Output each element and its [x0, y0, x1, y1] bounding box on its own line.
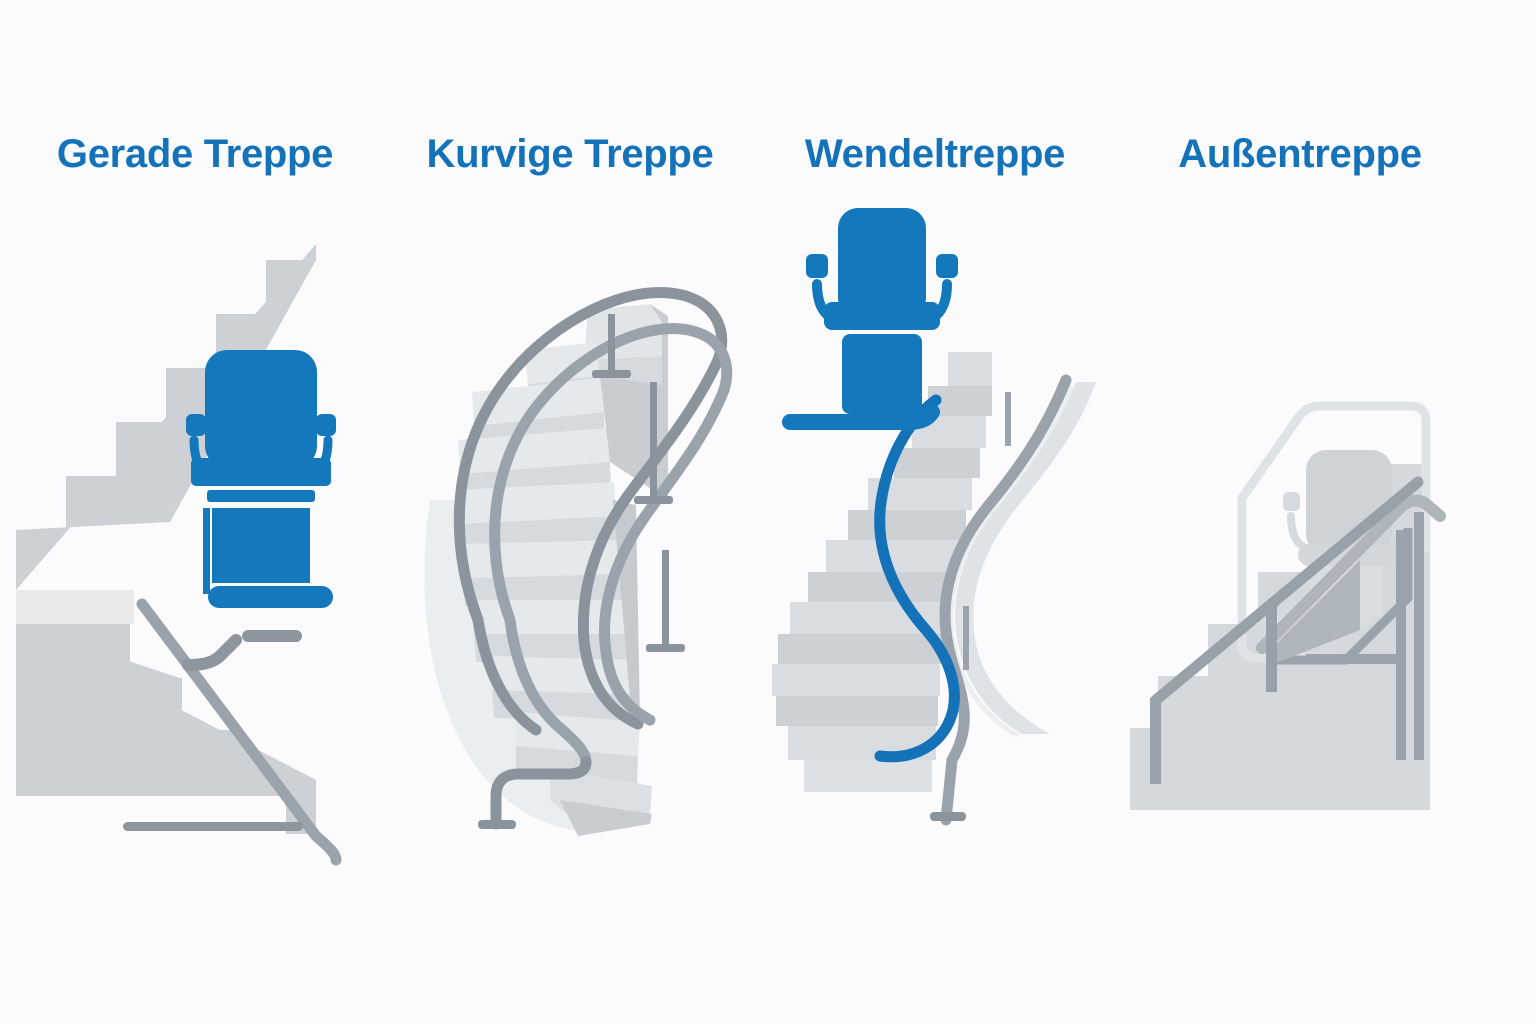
chair-seat	[191, 458, 331, 486]
curved-stair-balusters	[592, 314, 685, 652]
outdoor-weather-hood	[1237, 401, 1431, 663]
inner-rail-return	[490, 756, 592, 830]
titles-row: Gerade Treppe Kurvige Treppe Wendeltrepp…	[0, 118, 1536, 190]
curved-stair-outer-handrail	[453, 287, 728, 736]
hood-outline-bottom	[1237, 493, 1347, 663]
column-title-aussentreppe: Außentreppe	[1178, 132, 1422, 176]
rail-foot-base	[478, 820, 516, 829]
spiral-ribbon-band	[955, 382, 1096, 734]
inner-rail-descend	[599, 384, 730, 726]
gray-rail-path	[939, 374, 1072, 826]
lift-rail-upper-tube	[1256, 494, 1446, 654]
handrail-post-mid	[1266, 602, 1277, 692]
spiral-step-7	[848, 510, 966, 540]
stairlift-chair-blue	[186, 350, 336, 608]
lift-rail-crossbar	[1306, 654, 1406, 664]
chair-armrest-left-pad	[186, 414, 206, 436]
spiral-chair-armrest-right-pad	[936, 254, 958, 278]
spiral-ribbon-highlight	[948, 385, 1075, 739]
inner-rail-lower	[504, 614, 592, 768]
spiral-step-3	[778, 634, 944, 664]
illustration-kurvige-treppe	[400, 200, 760, 840]
baluster-lower-base	[646, 644, 685, 652]
spiral-chair-seat	[824, 302, 940, 330]
chair-seat-skirt	[207, 490, 315, 502]
outer-rail-descend	[577, 354, 724, 730]
outdoor-lift-rail-assembly	[1256, 494, 1446, 760]
spiral-step-8	[868, 478, 972, 510]
spiral-chair-armrest-left-pad	[806, 254, 828, 278]
handrail-diagonal	[1150, 476, 1424, 706]
spiral-stairlift-chair	[782, 208, 958, 430]
chair-pedestal	[212, 508, 310, 583]
rail-bottom-bend	[310, 830, 342, 866]
spiral-stair-ribbon	[948, 382, 1096, 739]
chair-armrest-right-pad	[316, 414, 336, 436]
spiral-step-11	[928, 386, 992, 416]
spiral-chair-backrest	[838, 208, 926, 318]
spiral-stair-blue-rail	[874, 394, 960, 763]
spiral-step-6	[826, 540, 960, 572]
spiral-chair-pedestal	[842, 334, 922, 414]
outdoor-stair-handrail	[1150, 476, 1424, 784]
outdoor-chair-armrest-pad	[1283, 492, 1300, 511]
curved-stair-inner-handrail	[478, 323, 733, 830]
spiral-step-base	[804, 760, 932, 792]
illustration-gerade-treppe	[0, 200, 400, 866]
outdoor-chair-armrest-support	[1287, 512, 1310, 552]
rail-floor-bar	[123, 822, 303, 831]
stair-lower-solid	[16, 624, 316, 834]
baluster-upper-base	[592, 370, 631, 378]
outer-rail-lower	[472, 614, 542, 736]
column-title-gerade-treppe: Gerade Treppe	[56, 132, 334, 176]
illustration-wendeltreppe	[760, 200, 1110, 840]
chair-pedestal-edge	[203, 508, 210, 594]
straight-stair-landing	[16, 590, 134, 624]
column-title-kurvige-treppe: Kurvige Treppe	[426, 132, 714, 176]
baluster-mid-base	[634, 496, 673, 504]
bottom-landing-face	[560, 800, 652, 836]
spiral-stair-gray-rail	[930, 374, 1072, 826]
illustration-aussentreppe	[1110, 200, 1536, 840]
chair-backrest	[205, 350, 317, 468]
spiral-step-5	[808, 572, 954, 602]
straight-stair-lower-flight	[16, 624, 316, 834]
gray-rail-foot	[930, 812, 966, 821]
rail-diagonal	[136, 598, 322, 842]
handrail-post-bottom	[1150, 698, 1161, 784]
inner-rail-upper	[489, 323, 733, 626]
stair-upper-body	[16, 244, 316, 530]
lift-rail-post-outer	[1414, 512, 1424, 760]
lift-rail-web	[1268, 560, 1360, 666]
baluster-mid	[650, 382, 657, 502]
baluster-lower	[662, 550, 669, 650]
tread-6	[458, 428, 610, 474]
tread-8	[524, 342, 600, 384]
blue-rail-s-curve	[874, 394, 960, 763]
column-title-wendeltreppe: Wendeltreppe	[804, 132, 1066, 176]
chair-footplate-bracket	[222, 572, 298, 583]
spiral-step-12	[948, 352, 992, 386]
chair-footrest	[208, 586, 333, 608]
hood-outline-top	[1237, 401, 1431, 535]
stair-landing-block	[16, 590, 134, 624]
illustrations-row	[0, 200, 1536, 866]
spiral-step-1	[776, 696, 938, 726]
lift-rail-post-inner	[1396, 530, 1406, 760]
spiral-step-9	[894, 448, 980, 478]
spiral-step-2	[772, 664, 940, 696]
spiral-chair-footrest	[782, 404, 940, 430]
baluster-upper	[608, 314, 615, 376]
outer-rail-upper	[453, 287, 728, 626]
rail-chair-branch	[182, 634, 242, 671]
straight-stair-rail	[123, 598, 342, 866]
